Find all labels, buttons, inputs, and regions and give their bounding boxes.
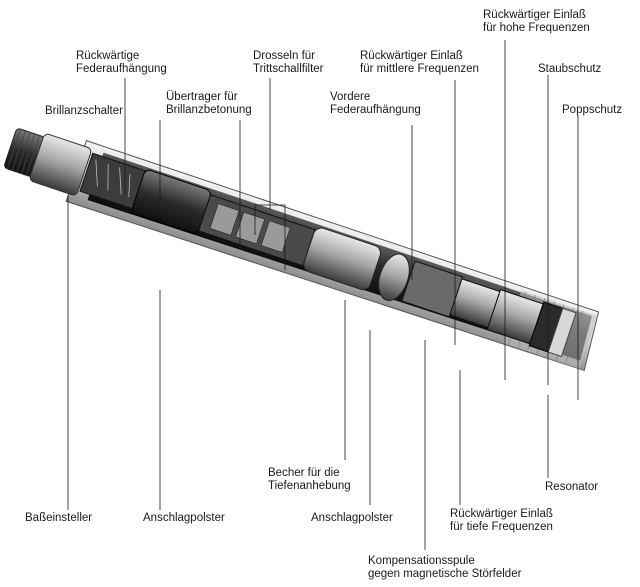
leader-lines bbox=[67, 40, 579, 550]
dust-screen bbox=[547, 307, 577, 358]
label-stop-pad-1: Anschlagpolster bbox=[143, 512, 225, 524]
label-bass-adjuster: Baßeinsteller bbox=[25, 512, 93, 524]
label-dust-screen: Staubschutz bbox=[538, 63, 602, 75]
label-pop-screen: Poppschutz bbox=[562, 104, 623, 116]
label-brilliance-switch: Brillanzschalter bbox=[45, 105, 123, 117]
label-transformer: Übertrager für Brillanzbetonung bbox=[166, 91, 252, 116]
label-bass-cup: Becher für die Tiefenanhebung bbox=[268, 467, 351, 492]
connector-body bbox=[29, 133, 92, 196]
label-chokes: Drosseln für Trittschallfilter bbox=[253, 50, 324, 75]
label-rear-inlet-mid: Rückwärtiger Einlaß für mittlere Frequen… bbox=[360, 50, 479, 75]
front-suspension bbox=[378, 253, 410, 301]
label-front-suspension: Vordere Federaufhängung bbox=[330, 91, 421, 116]
label-stop-pad-2: Anschlagpolster bbox=[311, 512, 393, 524]
label-compensation-coil: Kompensationsspule gegen magnetische Stö… bbox=[368, 555, 522, 580]
label-resonator: Resonator bbox=[545, 481, 599, 493]
label-rear-inlet-high: Rückwärtiger Einlaß für hohe Frequenzen bbox=[483, 9, 590, 34]
bass-cup bbox=[303, 227, 381, 291]
label-rear-suspension: Rückwärtige Federaufhängung bbox=[76, 50, 167, 75]
label-rear-inlet-low: Rückwärtiger Einlaß für tiefe Frequenzen bbox=[450, 508, 553, 533]
